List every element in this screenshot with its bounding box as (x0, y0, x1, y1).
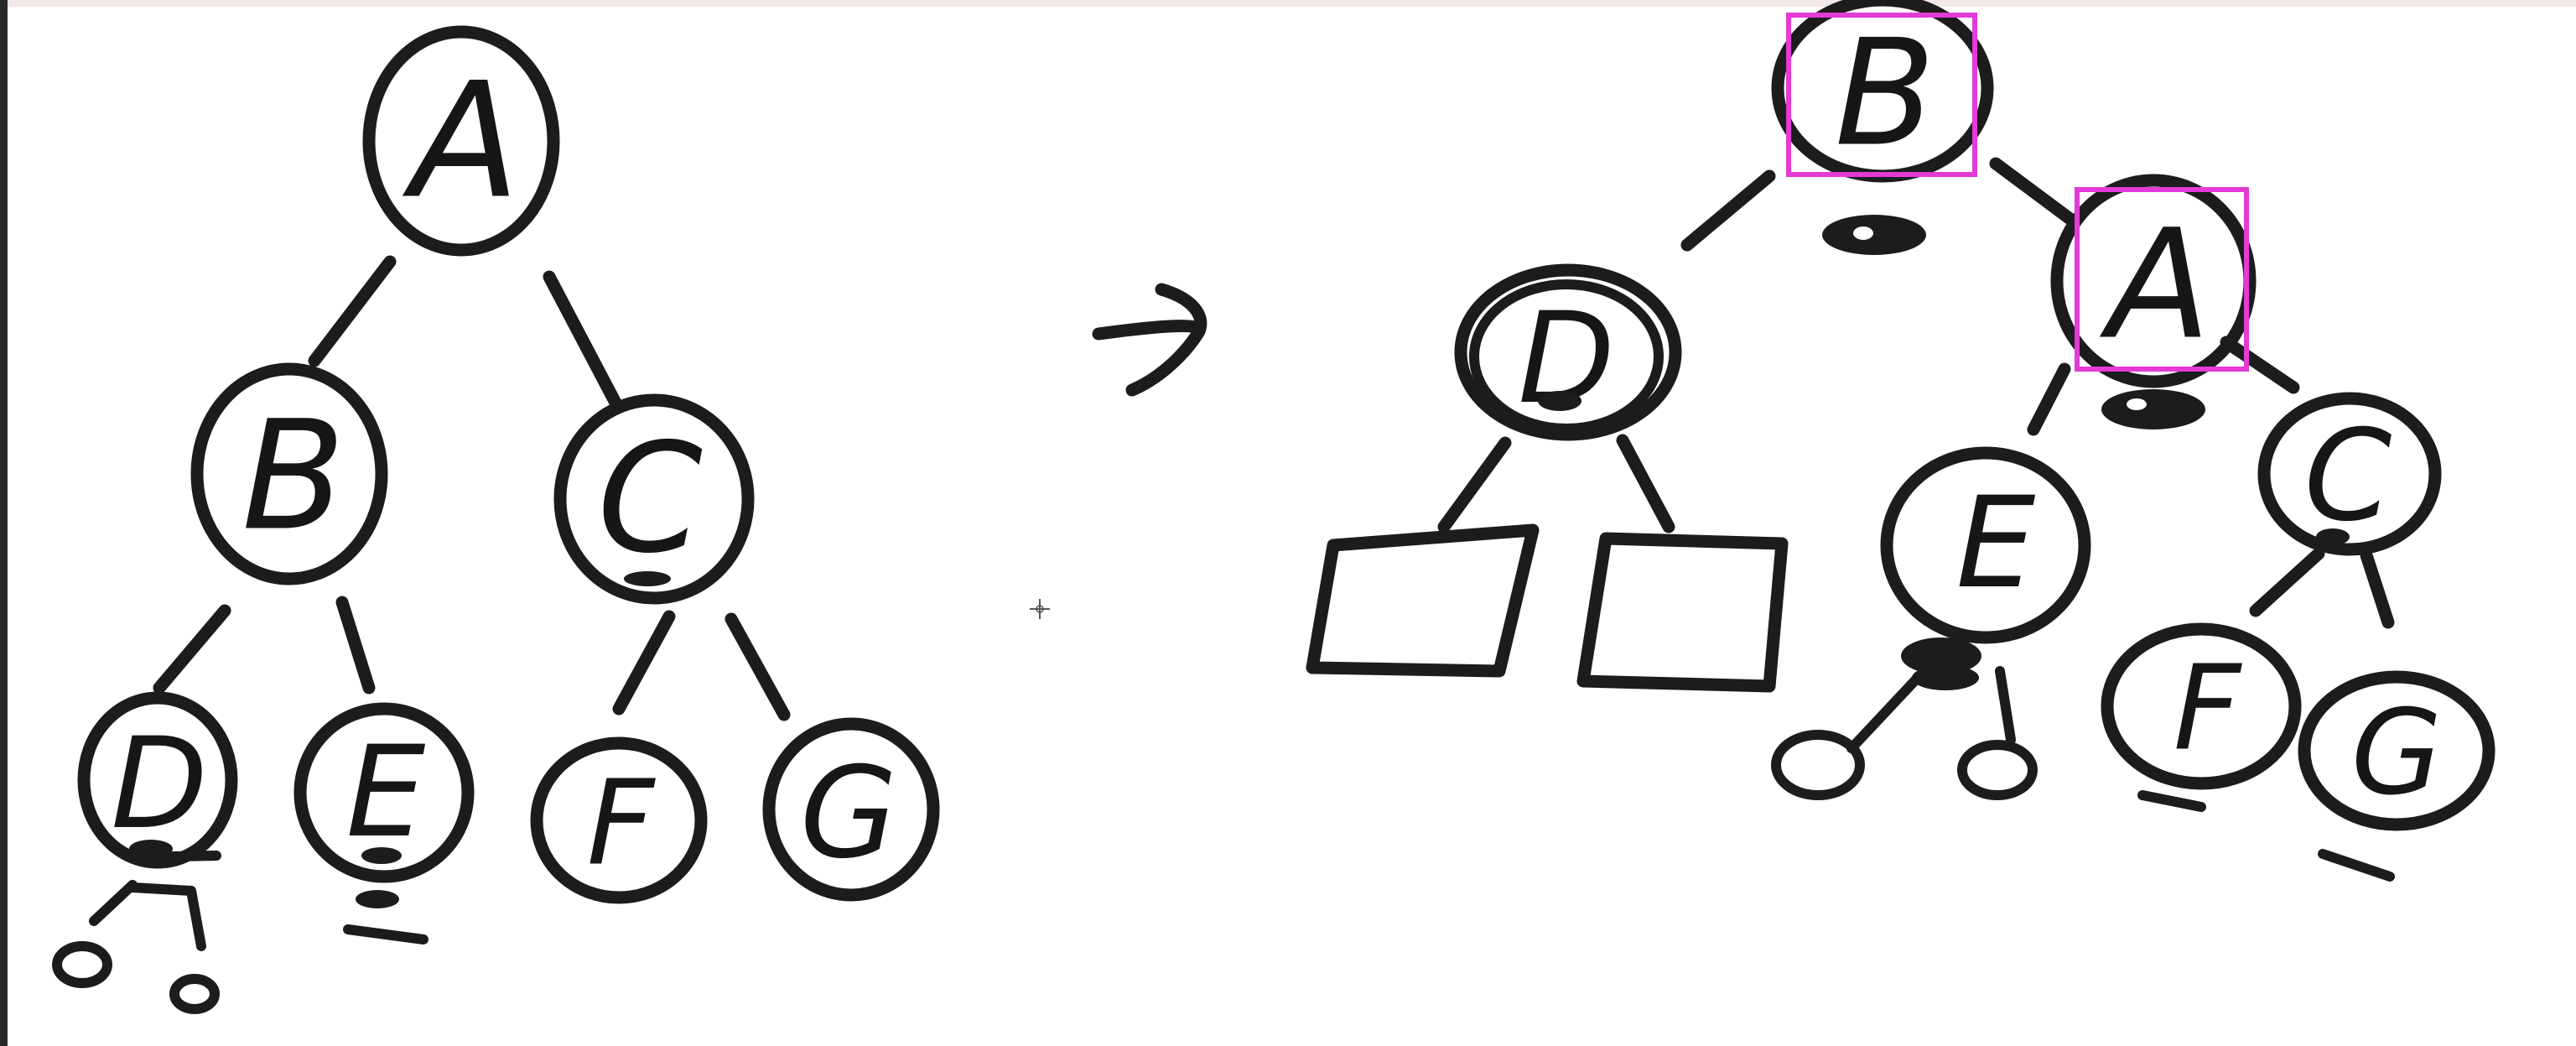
node-A-circle (2050, 174, 2257, 388)
ink-smudge (1853, 226, 1873, 240)
null-marker (2318, 849, 2395, 882)
node-A-circle (362, 25, 560, 257)
ink-smudge (1822, 215, 1926, 255)
null-leaf (1771, 730, 1865, 800)
node-E-label: E (1956, 471, 2036, 617)
node-C-circle (553, 393, 755, 605)
null-link (1995, 666, 2016, 745)
edge-B-E (335, 596, 376, 695)
node-F-label: F (587, 756, 657, 892)
node-G-label: G (2351, 685, 2443, 822)
arrow-head (1125, 283, 1208, 397)
node-D-circle (1454, 263, 1682, 441)
null-marker (129, 851, 221, 862)
arrow-symbol: → (1157, 335, 1158, 336)
highlight-box-B (1786, 13, 1977, 177)
window-top-edge (0, 0, 2576, 7)
null-leaf (52, 941, 112, 988)
node-C-label: C (597, 412, 703, 587)
edge-A-C (543, 270, 623, 411)
node-B-label: B (242, 389, 345, 565)
ink-smudge (2316, 528, 2350, 545)
ink-smudge (356, 890, 399, 908)
transform-arrow: → (1092, 283, 1208, 397)
null-link (89, 880, 206, 951)
ink-smudge (2127, 398, 2147, 410)
node-E-circle (293, 702, 475, 883)
node-G-label: G (800, 741, 897, 887)
node-B-circle (190, 362, 388, 585)
highlight-box-A (2075, 187, 2249, 372)
node-D-circle-inner (1469, 279, 1664, 434)
edge-A-C (2220, 336, 2300, 394)
node-D-circle (77, 691, 238, 869)
arrow-shaft (1092, 320, 1206, 341)
null-marker (2137, 790, 2206, 812)
edge-D-left (1437, 436, 1512, 533)
node-F-label: F (2174, 641, 2243, 778)
null-link (1846, 674, 1921, 753)
edge-D-right (1616, 434, 1675, 533)
ink-smudge (1912, 665, 1979, 690)
node-B-label: B (1835, 9, 1935, 180)
after-tree: B D A E C F (1306, 0, 2496, 882)
placeholder-subtree-left (1306, 523, 1540, 678)
ink-smudge (624, 571, 671, 586)
null-leaf (1957, 740, 2038, 800)
placeholder-subtree-right (1576, 532, 1789, 693)
edge-C-F (2249, 547, 2325, 617)
crosshair-icon (1030, 599, 1050, 619)
edge-B-A (1989, 157, 2078, 226)
null-leaf (169, 974, 220, 1014)
ink-smudge (361, 847, 402, 864)
node-C-label: C (2304, 403, 2392, 549)
node-E-label: E (346, 720, 426, 866)
node-E-circle (1880, 446, 2091, 644)
edge-C-G (724, 612, 791, 721)
ink-smudge (1901, 637, 1981, 674)
edge-C-G (2360, 549, 2395, 629)
window-left-edge (0, 0, 8, 1046)
ink-smudge (2101, 389, 2205, 429)
ink-smudge (1538, 391, 1581, 411)
edge-B-D (1680, 169, 1776, 252)
node-D-label: D (111, 711, 208, 857)
node-F-circle (530, 736, 708, 904)
node-G-circle (2298, 670, 2496, 831)
edge-A-E (2027, 362, 2071, 436)
node-C-circle (2257, 392, 2442, 556)
edge-C-F (612, 610, 676, 716)
node-A-label: A (2099, 198, 2210, 373)
edge-B-D (153, 604, 231, 695)
before-tree: A B C D E F G (52, 25, 940, 1014)
null-marker (343, 924, 428, 945)
node-F-circle (2101, 622, 2302, 790)
edge-A-B (308, 255, 397, 367)
node-G-circle (762, 717, 940, 902)
node-A-label: A (402, 49, 520, 234)
